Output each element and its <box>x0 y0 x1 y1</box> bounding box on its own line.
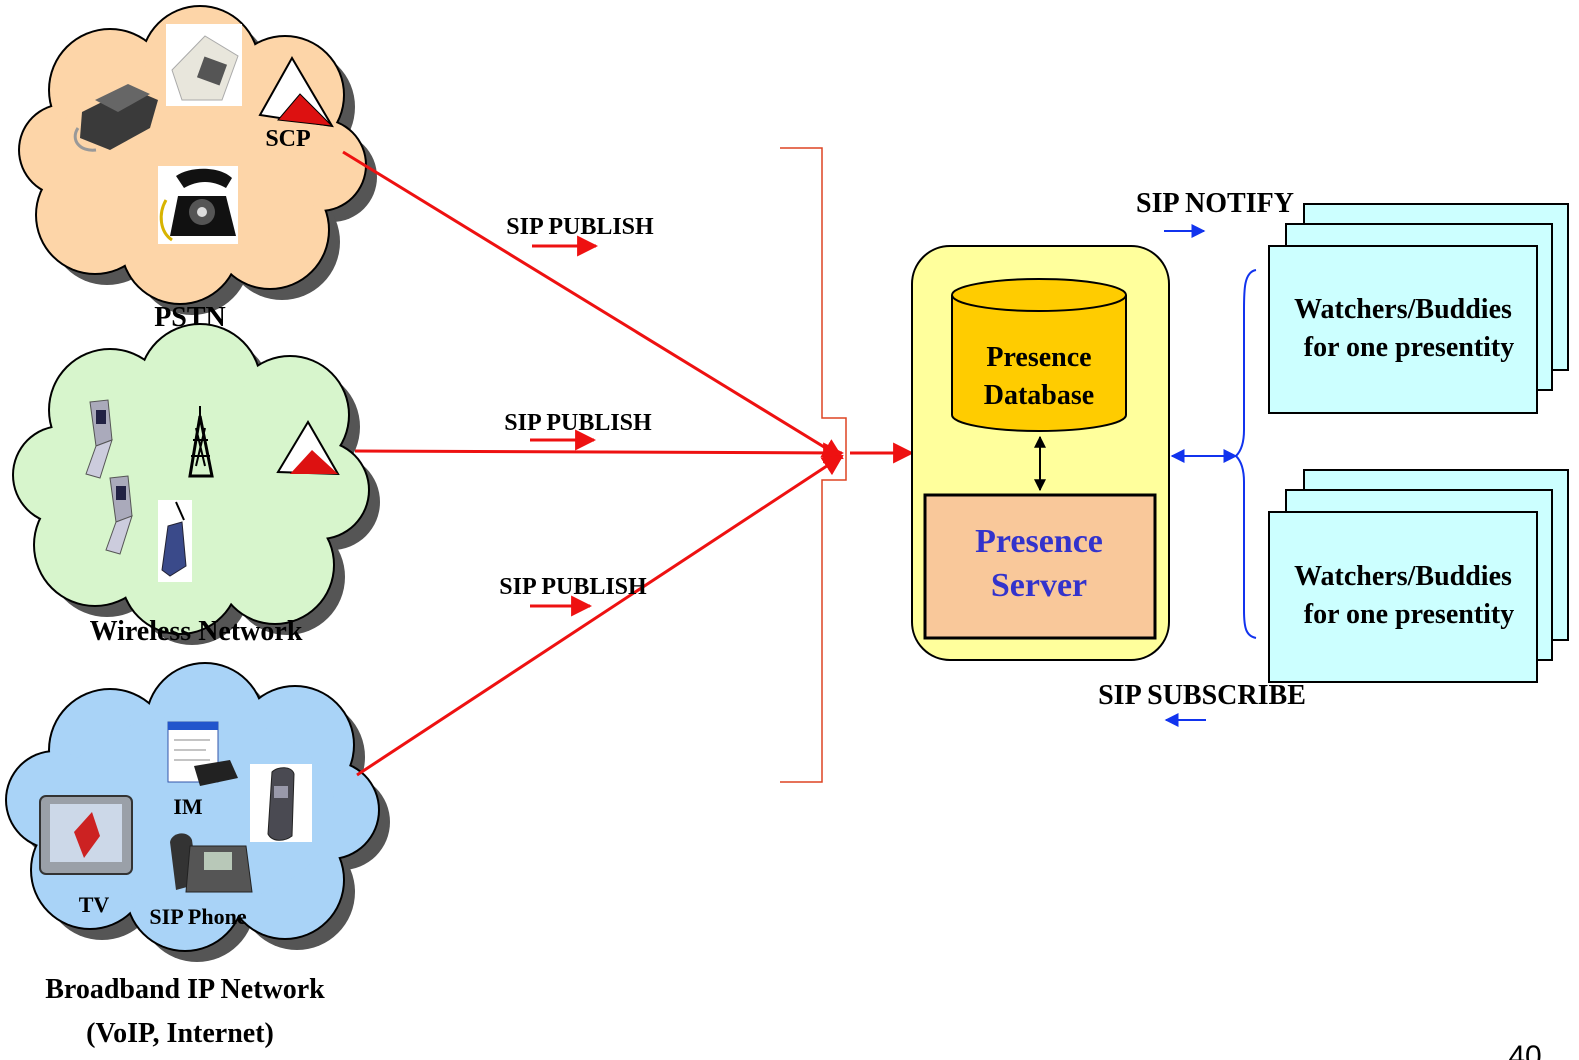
broadband-title-line2: (VoIP, Internet) <box>86 1018 274 1049</box>
flip-phone-icon <box>105 475 133 555</box>
database-label-line1: Presence <box>986 342 1091 373</box>
publish-label-3: SIP PUBLISH <box>499 574 647 600</box>
presence-database-cylinder <box>951 278 1127 432</box>
pstn-cloud: SCP <box>18 5 377 315</box>
page-number: 40 <box>1508 1040 1541 1060</box>
database-label-line2: Database <box>984 380 1094 411</box>
watcher-stack-bottom <box>1268 469 1569 683</box>
cell-tower-icon <box>188 406 214 478</box>
publish-label-1: SIP PUBLISH <box>506 214 654 240</box>
scp-label: SCP <box>265 126 310 152</box>
im-label: IM <box>173 794 203 819</box>
pstn-publish-line <box>342 150 844 460</box>
publish-label-2: SIP PUBLISH <box>504 410 652 436</box>
subscribe-label: SIP SUBSCRIBE <box>1098 680 1306 711</box>
office-phone-icon <box>166 24 242 106</box>
watchers-bottom-line1: Watchers/Buddies <box>1294 561 1512 592</box>
wireless-cloud <box>12 323 380 645</box>
watchers-top-line2: for one presentity <box>1304 332 1515 363</box>
sip-phone-icon <box>170 833 253 893</box>
cordless-phone-icon <box>250 764 312 842</box>
watchers-box <box>1268 245 1538 414</box>
broadband-title-line1: Broadband IP Network <box>45 974 325 1005</box>
flip-phone-icon <box>85 399 113 479</box>
wireless-publish-line <box>354 442 845 464</box>
scp-pyramid-icon <box>276 420 340 476</box>
publish-connectors <box>342 150 845 777</box>
server-label-line1: Presence <box>975 523 1103 560</box>
aggregation-bracket <box>780 147 847 783</box>
watcher-stack-top <box>1268 203 1569 414</box>
watchers-box <box>1268 511 1538 683</box>
im-window-icon <box>167 721 238 786</box>
rotary-phone-icon <box>158 166 238 244</box>
broadband-publish-line <box>356 454 844 777</box>
wireless-title: Wireless Network <box>90 616 303 647</box>
watchers-bottom-line2: for one presentity <box>1304 599 1515 630</box>
broadband-cloud: IM TV SIP Phone <box>5 662 390 962</box>
watchers-curly-brace <box>1234 269 1257 639</box>
sip-phone-label: SIP Phone <box>149 904 246 929</box>
notify-label: SIP NOTIFY <box>1136 188 1294 219</box>
watchers-top-line1: Watchers/Buddies <box>1294 294 1512 325</box>
presence-server-box <box>923 493 1157 640</box>
tv-label: TV <box>79 892 110 917</box>
tv-icon <box>39 795 133 875</box>
scp-pyramid-icon <box>258 55 334 128</box>
desk-phone-icon <box>73 84 158 152</box>
mobile-phone-icon <box>158 500 192 582</box>
server-label-line2: Server <box>991 567 1087 604</box>
